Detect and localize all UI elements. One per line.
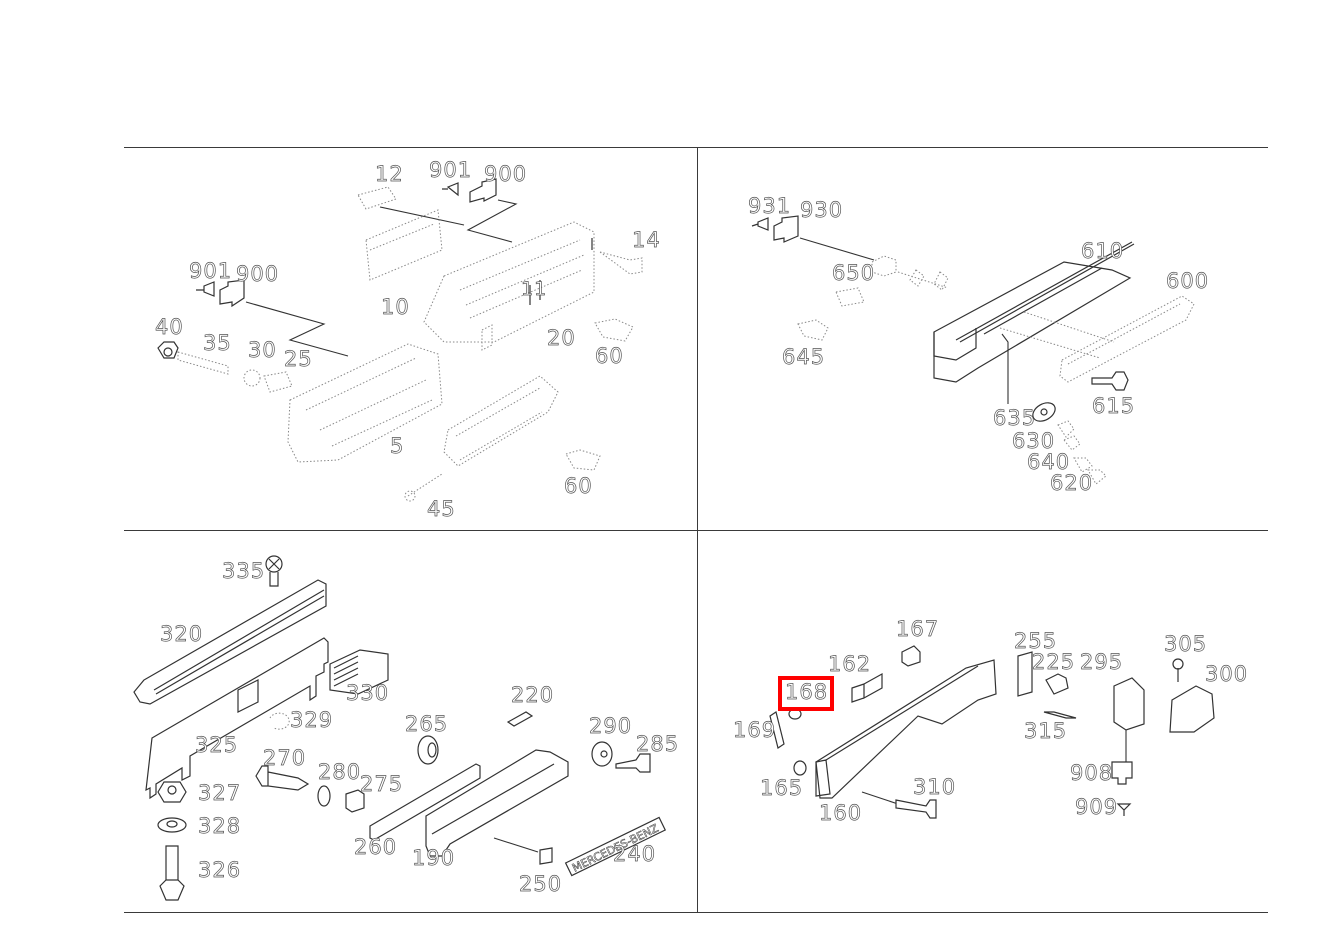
part-label-931[interactable]: 931: [748, 194, 792, 218]
part-label-290[interactable]: 290: [589, 714, 633, 738]
part-label-220[interactable]: 220: [511, 683, 555, 707]
bottom-left-drawing: MERCEDES-BENZ: [133, 555, 667, 901]
top-left-drawing: [157, 178, 643, 502]
part-label-335[interactable]: 335: [222, 559, 266, 583]
part-label-265[interactable]: 265: [405, 712, 449, 736]
part-label-280[interactable]: 280: [318, 760, 362, 784]
part-label-325[interactable]: 325: [195, 733, 239, 757]
part-label-630[interactable]: 630: [1012, 429, 1056, 453]
part-label-610[interactable]: 610: [1081, 239, 1125, 263]
part-label-225[interactable]: 225: [1032, 650, 1076, 674]
bottom-right-drawing: [769, 645, 1215, 819]
part-label-12[interactable]: 12: [375, 162, 404, 186]
part-label-909[interactable]: 909: [1075, 795, 1119, 819]
part-label-60[interactable]: 60: [564, 474, 593, 498]
part-label-5[interactable]: 5: [390, 434, 405, 458]
frame-middle-divider: [124, 530, 1268, 531]
part-label-330[interactable]: 330: [346, 681, 390, 705]
part-label-315[interactable]: 315: [1024, 719, 1068, 743]
part-label-270[interactable]: 270: [263, 746, 307, 770]
part-label-25[interactable]: 25: [284, 347, 313, 371]
part-label-260[interactable]: 260: [354, 835, 398, 859]
part-label-901[interactable]: 901: [189, 259, 233, 283]
part-label-14[interactable]: 14: [632, 228, 661, 252]
part-label-640[interactable]: 640: [1027, 450, 1071, 474]
part-label-275[interactable]: 275: [360, 772, 404, 796]
part-label-328[interactable]: 328: [198, 814, 242, 838]
frame-vertical-divider: [697, 147, 698, 913]
part-label-305[interactable]: 305: [1164, 632, 1208, 656]
part-label-635[interactable]: 635: [993, 406, 1037, 430]
part-label-285[interactable]: 285: [636, 732, 680, 756]
frame-bottom-border: [124, 912, 1268, 913]
part-label-10[interactable]: 10: [381, 295, 410, 319]
part-label-162[interactable]: 162: [828, 652, 872, 676]
part-label-255[interactable]: 255: [1014, 629, 1058, 653]
part-label-650[interactable]: 650: [832, 261, 876, 285]
part-label-40[interactable]: 40: [155, 315, 184, 339]
part-label-35[interactable]: 35: [203, 331, 232, 355]
part-label-901[interactable]: 901: [429, 158, 473, 182]
part-label-60[interactable]: 60: [595, 344, 624, 368]
part-label-320[interactable]: 320: [160, 622, 204, 646]
part-label-165[interactable]: 165: [760, 776, 804, 800]
top-right-drawing: [751, 215, 1195, 485]
part-label-160[interactable]: 160: [819, 801, 863, 825]
part-label-45[interactable]: 45: [427, 497, 456, 521]
part-label-327[interactable]: 327: [198, 781, 242, 805]
part-label-250[interactable]: 250: [519, 872, 563, 896]
part-label-300[interactable]: 300: [1205, 662, 1249, 686]
part-label-908[interactable]: 908: [1070, 761, 1114, 785]
part-label-240[interactable]: 240: [613, 842, 657, 866]
part-label-615[interactable]: 615: [1092, 394, 1136, 418]
part-label-900[interactable]: 900: [484, 162, 528, 186]
frame-top-border: [124, 147, 1268, 148]
part-label-167[interactable]: 167: [896, 617, 940, 641]
part-label-169[interactable]: 169: [733, 718, 777, 742]
part-label-600[interactable]: 600: [1166, 269, 1210, 293]
part-label-295[interactable]: 295: [1080, 650, 1124, 674]
part-label-930[interactable]: 930: [800, 198, 844, 222]
part-label-620[interactable]: 620: [1050, 471, 1094, 495]
part-label-326[interactable]: 326: [198, 858, 242, 882]
part-label-11[interactable]: 11: [521, 278, 548, 300]
part-label-20[interactable]: 20: [547, 326, 576, 350]
part-label-900[interactable]: 900: [236, 262, 280, 286]
part-label-168[interactable]: 168: [785, 680, 829, 704]
part-label-645[interactable]: 645: [782, 345, 826, 369]
part-label-329[interactable]: 329: [290, 708, 334, 732]
part-label-190[interactable]: 190: [412, 846, 456, 870]
part-label-30[interactable]: 30: [248, 338, 277, 362]
part-label-310[interactable]: 310: [913, 775, 957, 799]
